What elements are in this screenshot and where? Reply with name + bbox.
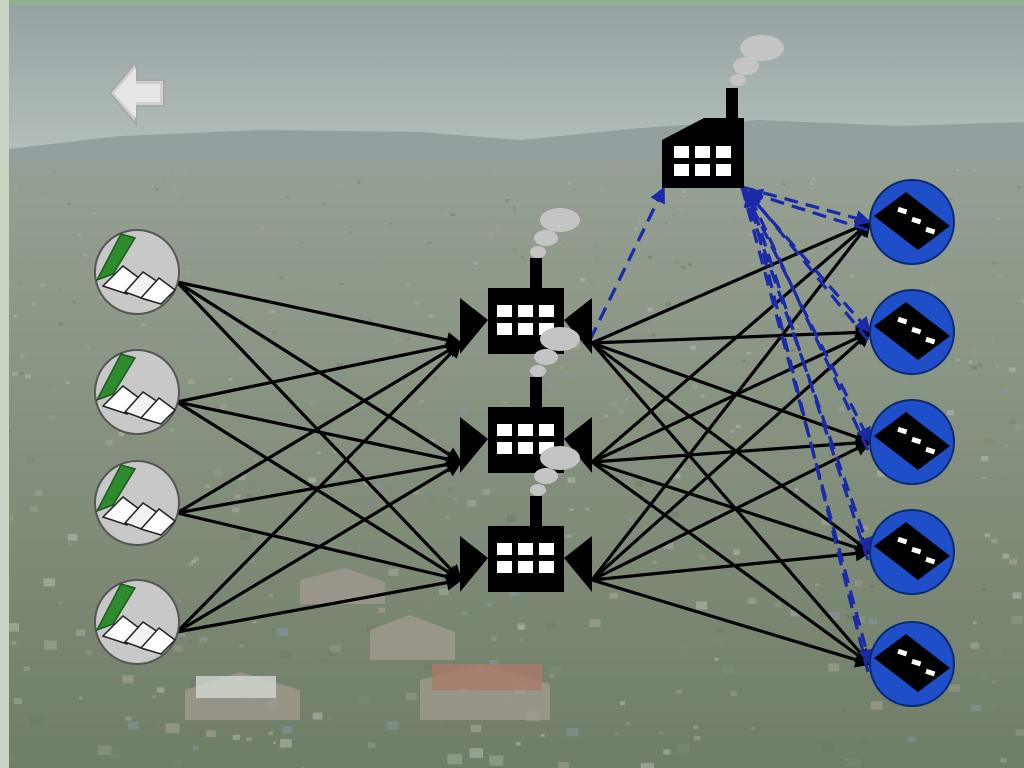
link-m5-c1 xyxy=(743,190,870,673)
link-p1-m4 xyxy=(591,341,872,554)
factory-icon xyxy=(662,35,784,188)
link-s4-p3 xyxy=(176,574,463,634)
link-p3-m4 xyxy=(591,545,872,582)
link-p2-m1 xyxy=(590,220,872,464)
market-nodes xyxy=(869,179,955,707)
plant-nodes xyxy=(460,208,592,592)
link-p3-m1 xyxy=(590,220,872,581)
link-m3-c1 xyxy=(746,190,870,451)
slide-top-border xyxy=(0,0,1024,5)
back-arrow-icon xyxy=(108,59,165,127)
link-s2-p1 xyxy=(176,338,463,404)
link-s1-p1 xyxy=(176,280,463,348)
link-s2-p2 xyxy=(176,400,463,467)
recycling-source-icon xyxy=(94,229,180,315)
recycling-source-icon xyxy=(94,349,180,435)
source-plant-market-links xyxy=(175,220,872,668)
factory-icon xyxy=(460,446,592,592)
central-plant-links xyxy=(588,185,874,673)
link-m2-c1 xyxy=(746,190,870,342)
link-p2-m3 xyxy=(591,435,872,464)
central-plant-node xyxy=(662,35,784,188)
link-s4-p1 xyxy=(175,341,463,634)
link-p3-m5 xyxy=(591,578,872,668)
link-c1-m1 xyxy=(741,185,872,226)
link-p1-m1 xyxy=(591,220,872,345)
link-c1-m3 xyxy=(740,186,872,444)
link-p1-m2 xyxy=(591,324,872,345)
market-tray-icon xyxy=(869,621,955,707)
source-nodes xyxy=(94,229,180,665)
recycling-source-icon xyxy=(94,460,180,546)
market-tray-icon xyxy=(869,179,955,265)
link-p2-m2 xyxy=(591,330,872,464)
market-tray-icon xyxy=(869,509,955,595)
market-tray-icon xyxy=(869,399,955,485)
link-s2-p3 xyxy=(176,400,463,582)
factory-icon xyxy=(460,327,592,473)
slide-left-border xyxy=(0,0,9,768)
link-p2-m4 xyxy=(591,460,872,556)
link-p1-c1 xyxy=(588,186,666,341)
link-p1-m5 xyxy=(590,341,872,666)
link-p3-m3 xyxy=(591,440,872,582)
link-p2-m5 xyxy=(591,460,872,666)
link-p3-m2 xyxy=(590,330,872,582)
link-s4-p2 xyxy=(176,460,463,634)
back-button[interactable] xyxy=(106,56,168,130)
link-m1-c1 xyxy=(746,188,869,232)
link-s3-p1 xyxy=(176,341,463,515)
market-tray-icon xyxy=(869,289,955,375)
recycling-source-icon xyxy=(94,579,180,665)
